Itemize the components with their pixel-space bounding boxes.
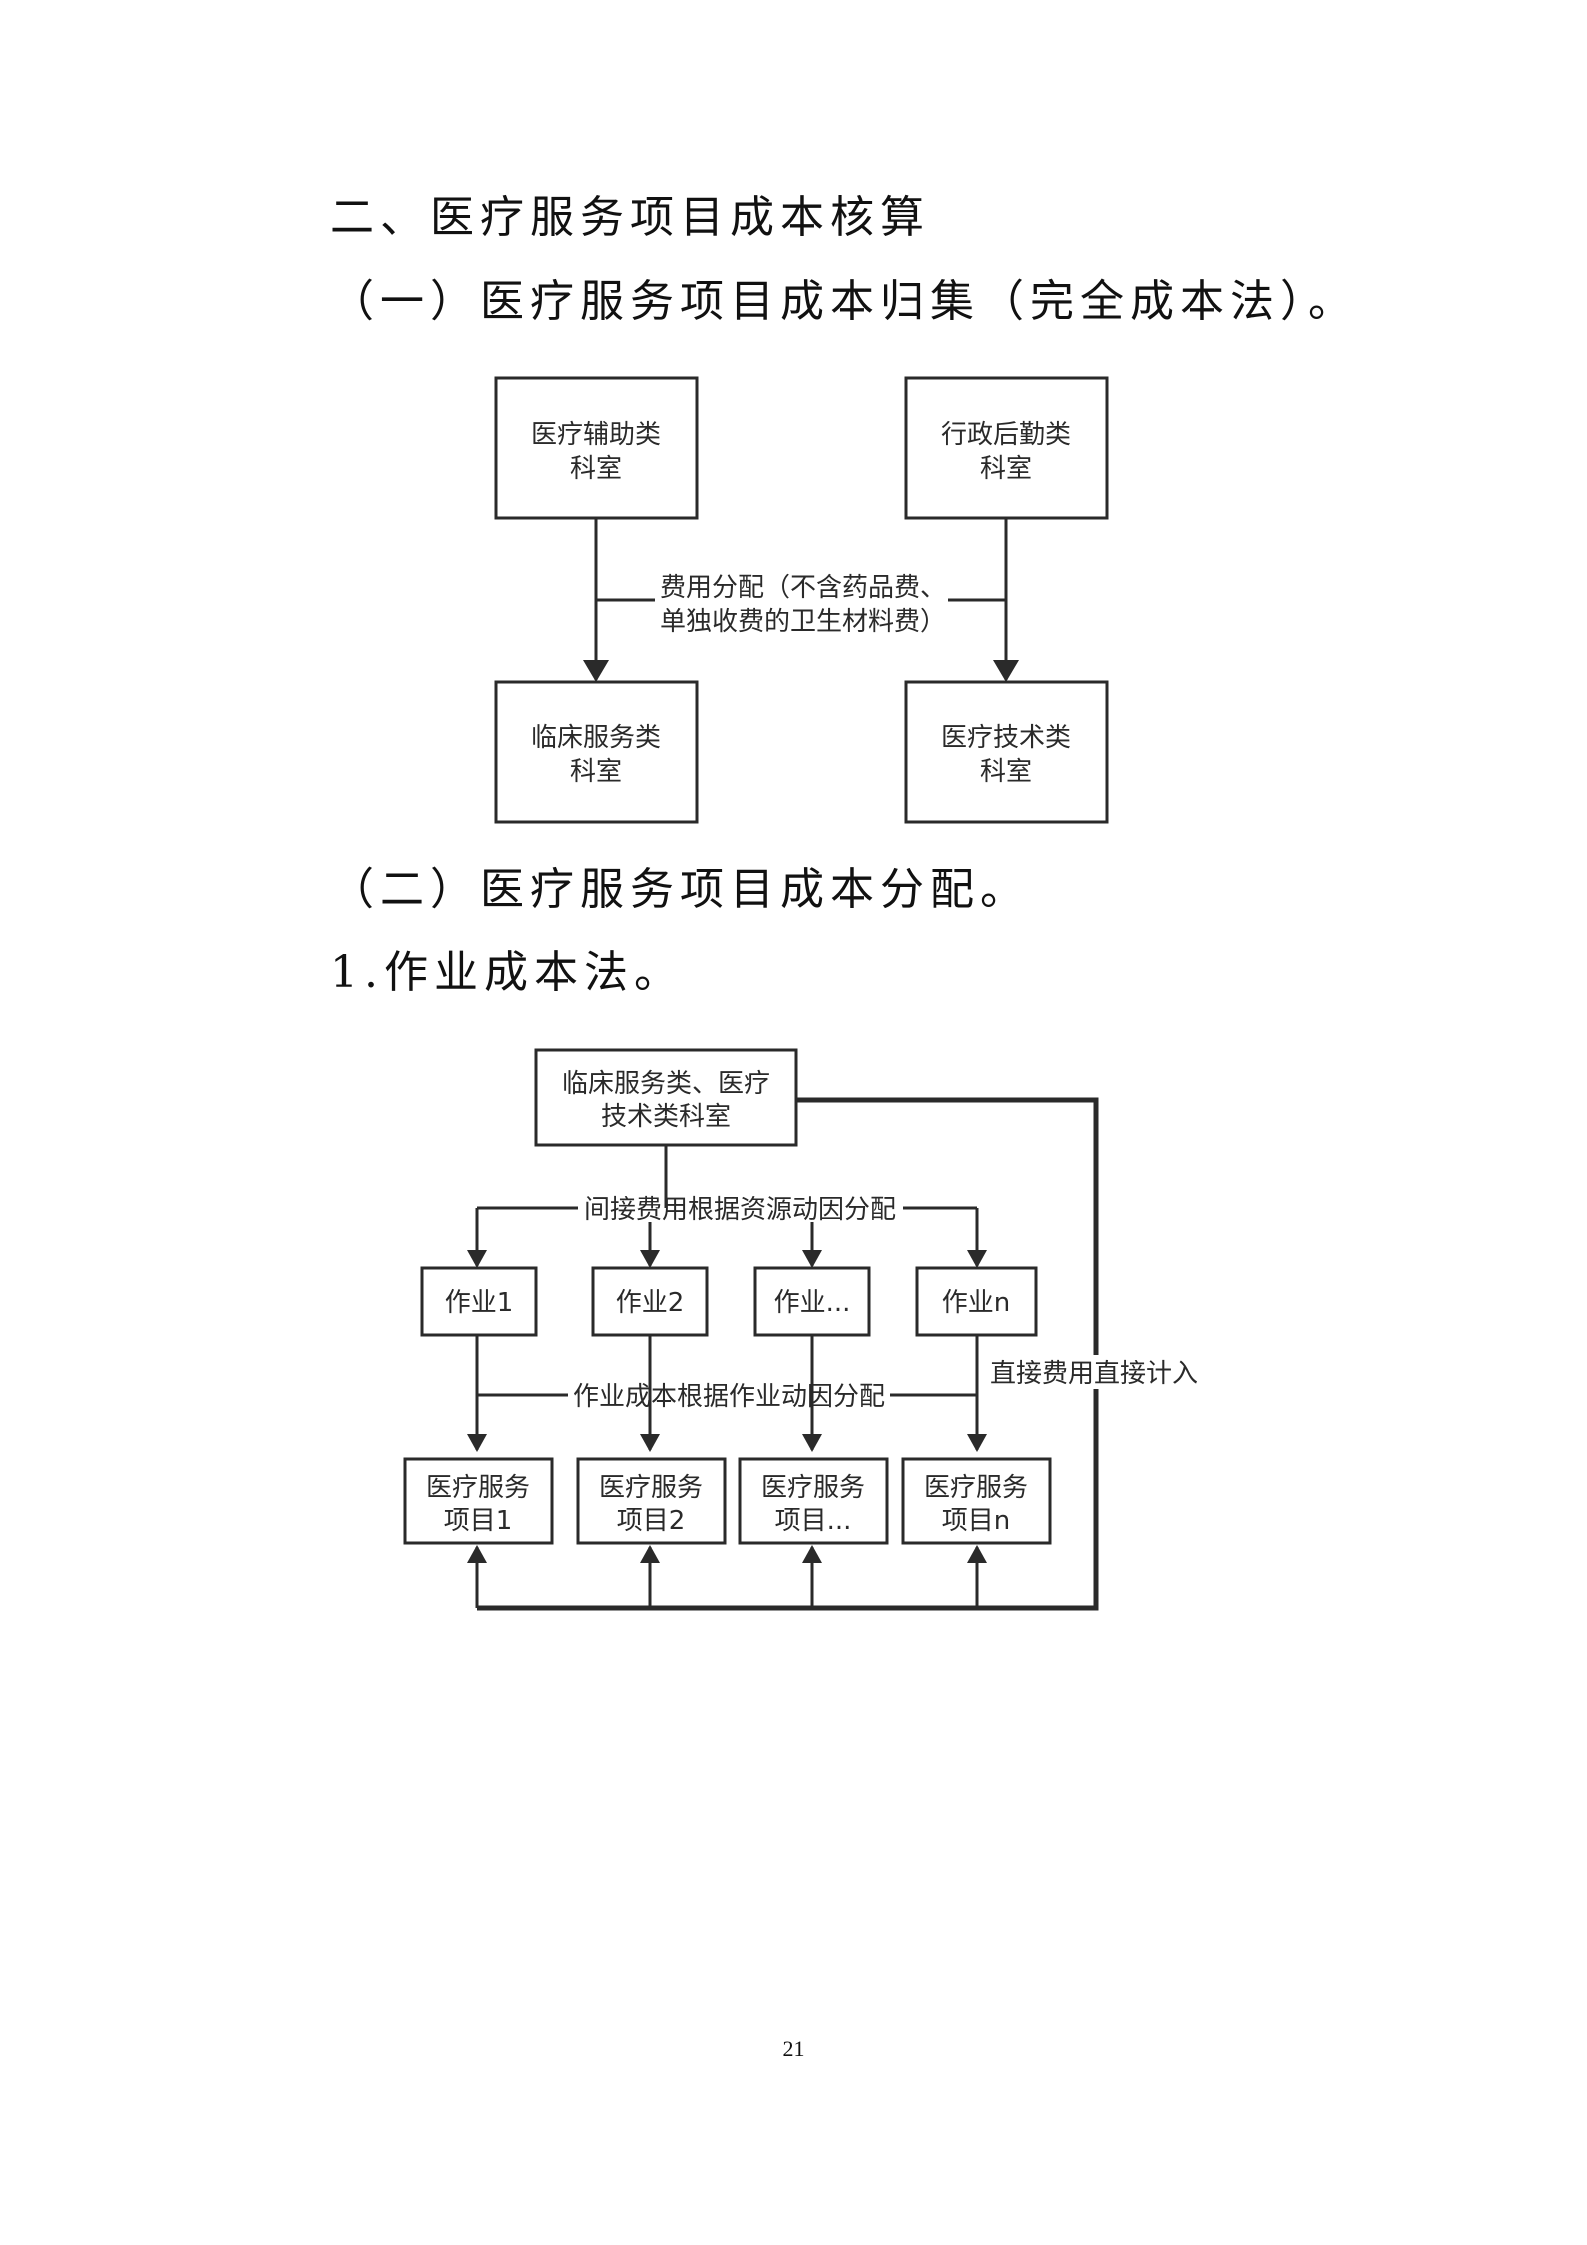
box-admin-logistics-line2: 科室 xyxy=(980,454,1032,484)
direct-cost-path xyxy=(477,1097,1099,1611)
activity-box-1 xyxy=(420,1266,538,1337)
activity-box-3 xyxy=(753,1266,871,1337)
edge-label-line2: 单独收费的卫生材料费） xyxy=(660,607,946,637)
service-item-3-line2: 项目... xyxy=(775,1506,852,1536)
service-item-2-line2: 项目2 xyxy=(617,1506,686,1536)
box-medical-aux-line2: 科室 xyxy=(570,454,622,484)
top-box-line1: 临床服务类、医疗 xyxy=(562,1069,770,1099)
subsection-heading-activity-costing: 1.作业成本法。 xyxy=(330,947,684,998)
service-item-1-line1: 医疗服务 xyxy=(426,1473,530,1503)
service-item-3-line1: 医疗服务 xyxy=(761,1473,865,1503)
activity-label-n: 作业n xyxy=(942,1288,1010,1318)
label-direct-cost: 直接费用直接计入 xyxy=(990,1359,1198,1389)
box-tech-line1: 医疗技术类 xyxy=(941,723,1071,753)
box-clinical-line2: 科室 xyxy=(570,757,622,787)
service-item-box-n xyxy=(901,1457,1052,1545)
activity-costing-diagram: 临床服务类、医疗 技术类科室 间接费用根据资源动因分配 作业1 作业2 作业..… xyxy=(403,1048,1198,1611)
service-item-box-2 xyxy=(576,1457,727,1545)
section-heading: 二、医疗服务项目成本核算 xyxy=(330,192,930,243)
service-item-2-line1: 医疗服务 xyxy=(599,1473,703,1503)
box-admin-logistics-dept xyxy=(904,376,1109,520)
edge-label-line1: 费用分配（不含药品费、 xyxy=(660,573,946,603)
service-item-1-line2: 项目1 xyxy=(444,1506,513,1536)
service-item-n-line2: 项目n xyxy=(942,1506,1010,1536)
subsection-heading-cost-allocation: （二）医疗服务项目成本分配。 xyxy=(330,864,1030,915)
service-item-box-3 xyxy=(738,1457,889,1545)
activity-box-2 xyxy=(591,1266,709,1337)
box-clinical-tech-depts xyxy=(534,1048,798,1147)
top-box-line2: 技术类科室 xyxy=(601,1102,731,1132)
box-admin-logistics-line1: 行政后勤类 xyxy=(941,420,1071,450)
box-clinical-service-dept xyxy=(494,680,699,824)
service-item-box-1 xyxy=(403,1457,554,1545)
service-item-n-line1: 医疗服务 xyxy=(924,1473,1028,1503)
subsection-heading-cost-collection: （一）医疗服务项目成本归集（完全成本法）。 xyxy=(330,276,1358,327)
label-direct-backdrop xyxy=(988,1355,1198,1389)
label-indirect-cost: 间接费用根据资源动因分配 xyxy=(584,1195,896,1225)
cost-collection-diagram: 医疗辅助类 科室 行政后勤类 科室 临床服务类 科室 医疗技术类 科室 费用分配… xyxy=(494,376,1109,824)
box-tech-line2: 科室 xyxy=(980,757,1032,787)
box-clinical-line1: 临床服务类 xyxy=(531,723,661,753)
activity-label-1: 作业1 xyxy=(445,1288,514,1318)
label-activity-cost: 作业成本根据作业动因分配 xyxy=(573,1382,885,1412)
activity-box-n xyxy=(915,1266,1038,1337)
box-medical-tech-dept xyxy=(904,680,1109,824)
page-number: 21 xyxy=(782,2036,805,2061)
activity-label-3: 作业... xyxy=(774,1288,851,1318)
box-medical-aux-line1: 医疗辅助类 xyxy=(531,420,661,450)
activity-label-2: 作业2 xyxy=(616,1288,685,1318)
